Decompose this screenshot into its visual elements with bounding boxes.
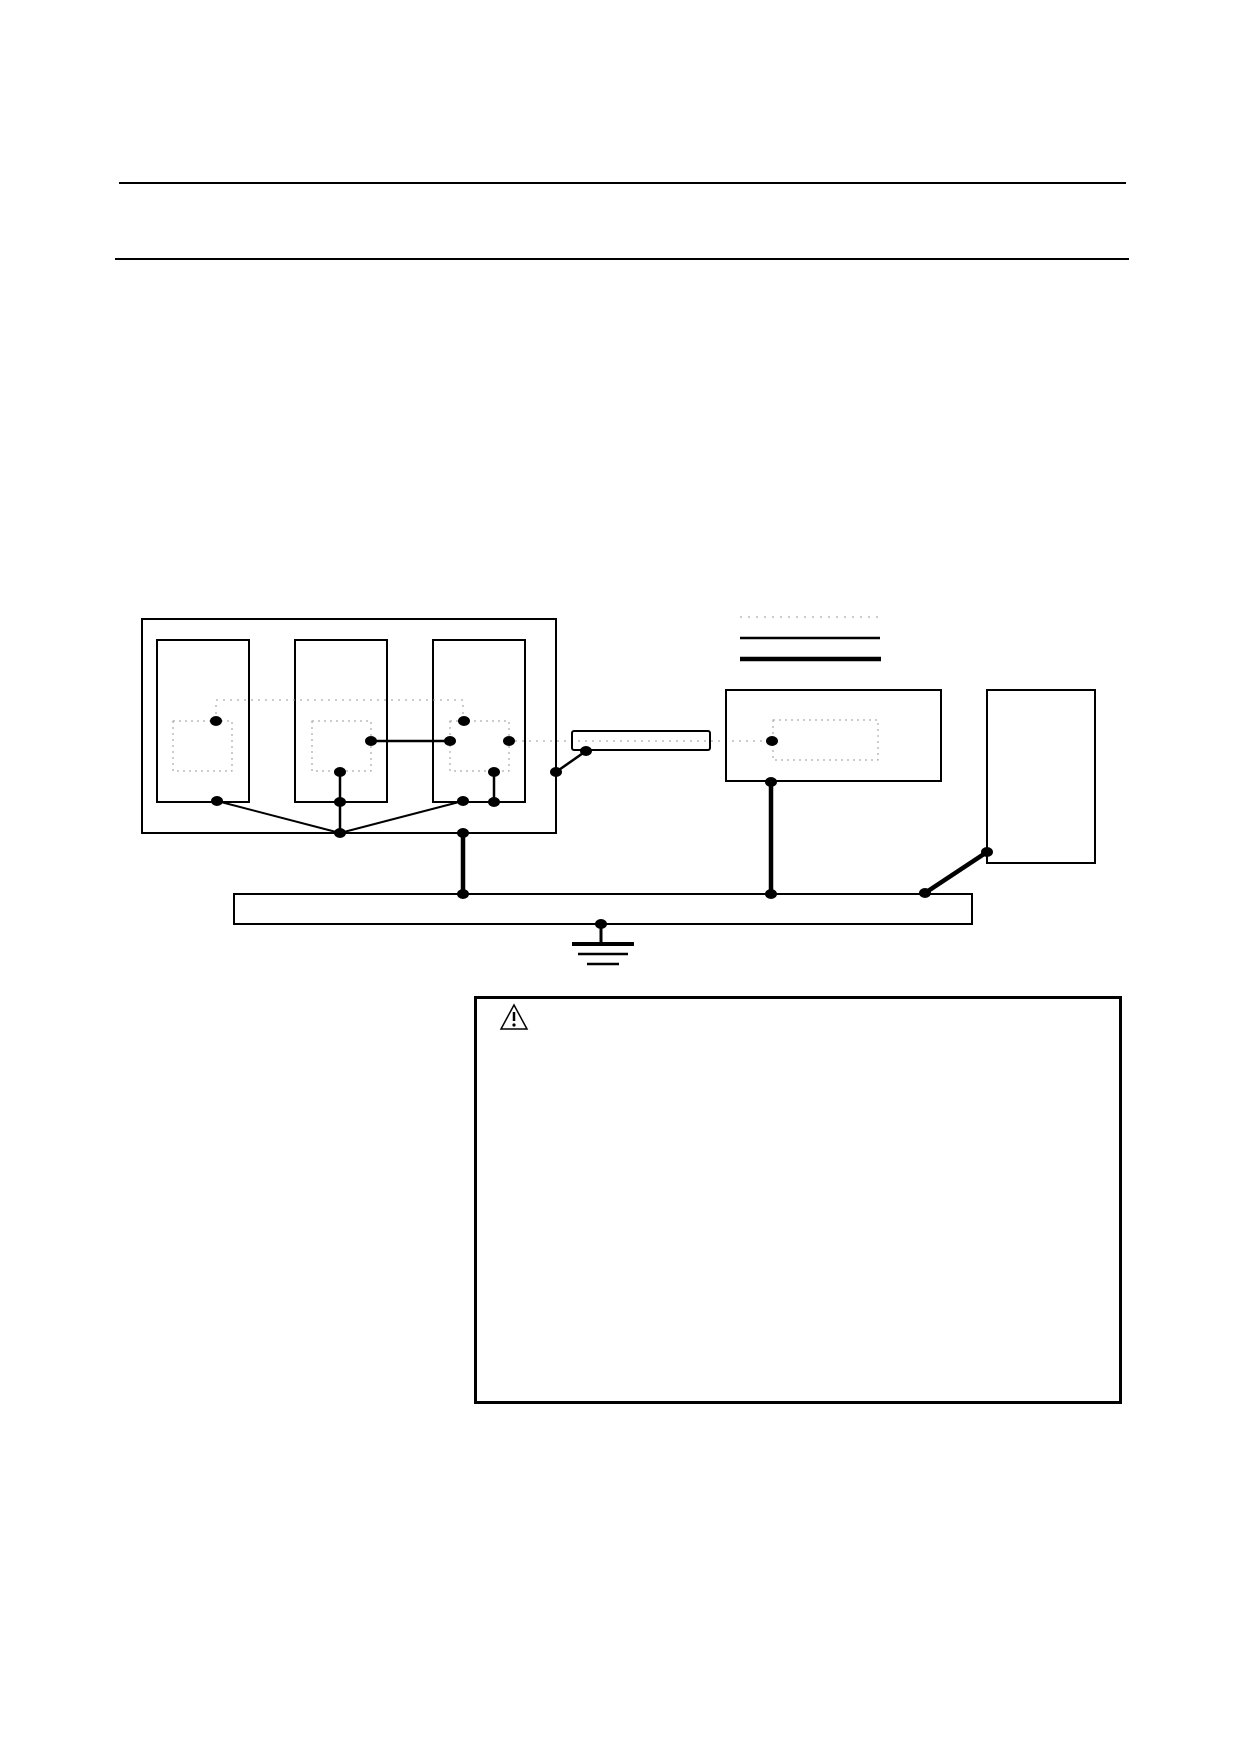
module-2-inner-region [311,720,372,772]
header-rule-top [119,182,1126,184]
peripheral-device [986,689,1096,864]
terminal-point [457,796,469,806]
terminal-point [981,847,993,857]
external-device-inner-region [772,719,879,761]
terminal-point [550,767,562,777]
terminal-point [365,736,377,746]
terminal-point [210,716,222,726]
terminal-point [457,828,469,838]
module-1-inner-region [172,720,233,772]
terminal-point [211,796,223,806]
caution-text [537,1007,1103,1385]
terminal-point [503,736,515,746]
terminal-point [334,767,346,777]
terminal-point [766,736,778,746]
terminal-point [595,919,607,929]
terminal-point [765,777,777,787]
cable-ground-wire [555,749,587,774]
module-1 [156,639,250,803]
header-rule-bottom [115,258,1129,260]
terminal-point [457,889,469,899]
cabinet-enclosure [141,618,557,834]
terminal-point [919,888,931,898]
module-3 [432,639,526,803]
external-device [725,689,942,782]
terminal-point [458,716,470,726]
peripheral-ground-conductor [923,850,989,895]
caution-box [474,996,1122,1404]
terminal-point [488,767,500,777]
grounding-diagram [141,616,1096,966]
terminal-point [334,797,346,807]
terminal-point [334,828,346,838]
terminal-points [210,716,993,929]
module-3-inner-region [449,720,510,772]
cable [571,730,711,751]
terminal-point [444,736,456,746]
terminal-point [765,889,777,899]
ground-wire-module-3 [339,800,464,834]
ground-wire-module-1 [216,800,341,834]
signal-dotted-top [215,699,464,721]
terminal-point [488,797,500,807]
terminal-point [580,746,592,756]
warning-triangle-icon [499,1003,529,1030]
